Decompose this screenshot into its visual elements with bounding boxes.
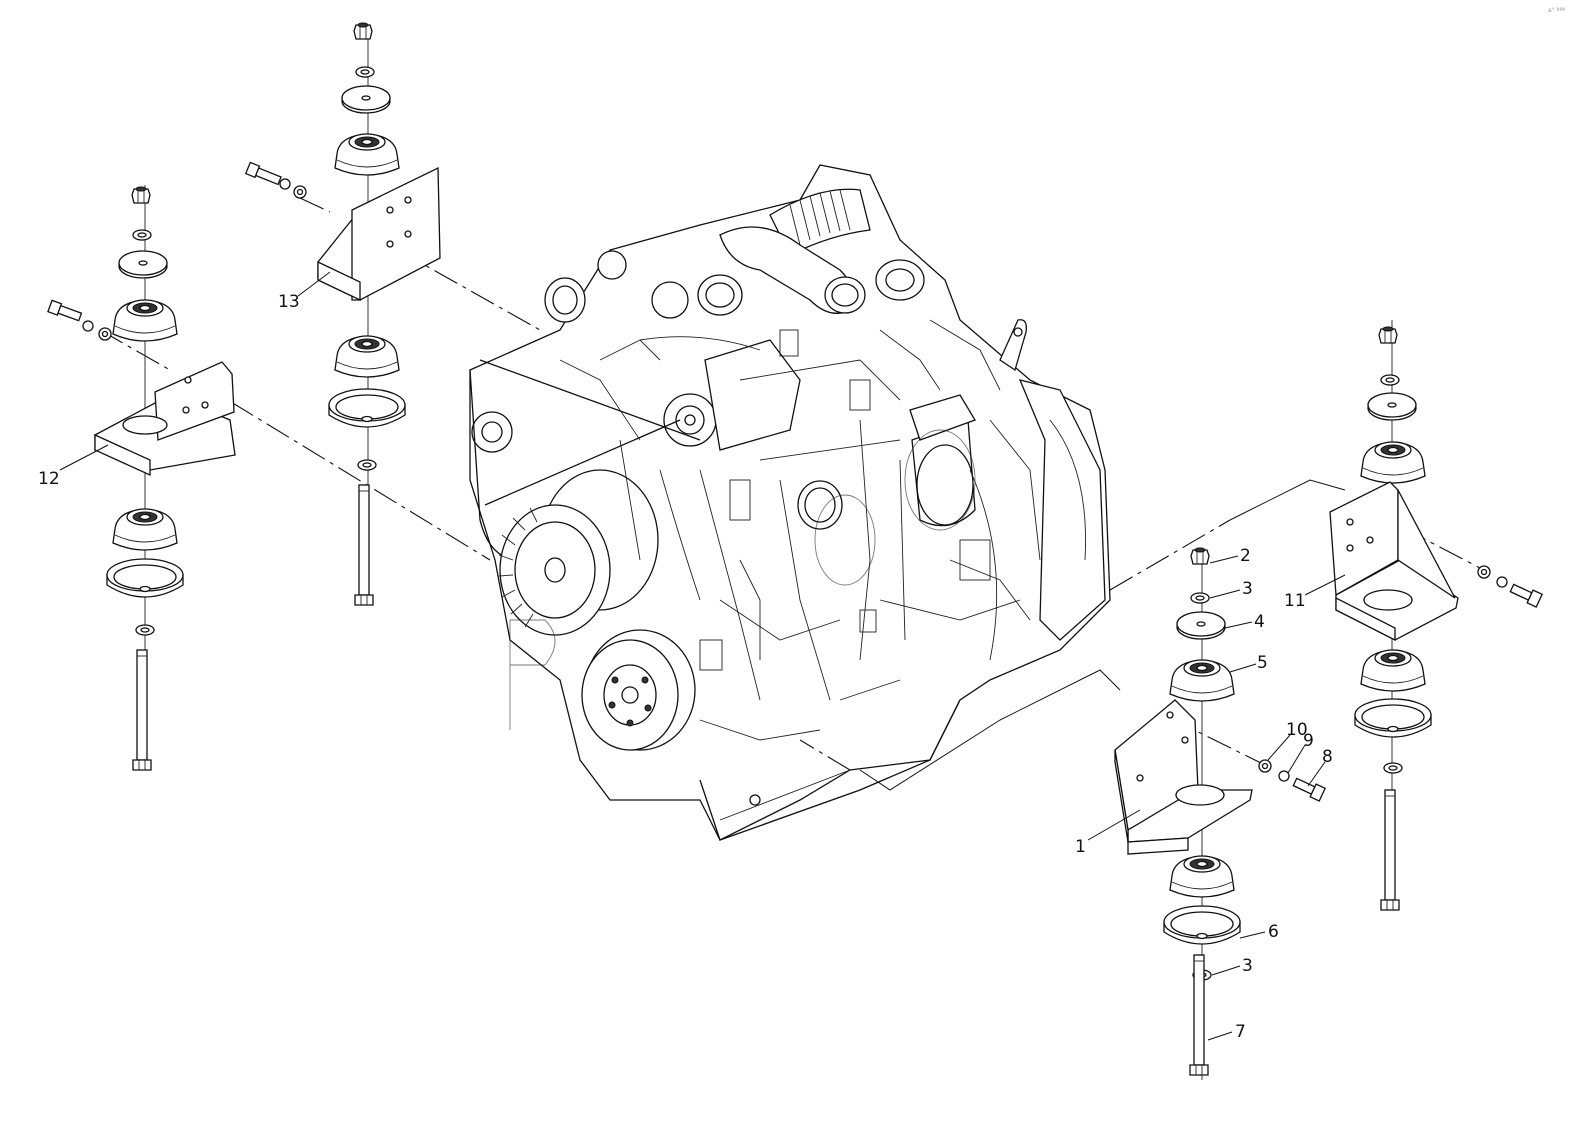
- callout-leaders: [59, 271, 1346, 1041]
- callout-12: 12: [38, 469, 60, 489]
- mount-assembly-11: [1329, 320, 1544, 911]
- mount-assembly-13: [244, 22, 441, 606]
- callout-3: 3: [1242, 579, 1253, 599]
- callout-7: 7: [1235, 1022, 1246, 1042]
- corner-mark: a° ªªª: [1548, 7, 1565, 14]
- callout-10: 10: [1286, 720, 1308, 740]
- callout-2: 2: [1240, 546, 1251, 566]
- callout-13: 13: [278, 292, 300, 312]
- callout-4: 4: [1254, 612, 1265, 632]
- callout-9: 9: [1303, 731, 1314, 751]
- callout-8: 8: [1322, 747, 1333, 767]
- engine-assembly: [469, 164, 1111, 841]
- callout-5: 5: [1257, 653, 1268, 673]
- callout-11: 11: [1284, 591, 1306, 611]
- callout-6: 6: [1268, 922, 1279, 942]
- mount-assembly-12: [47, 185, 236, 771]
- callout-3-lower: 3: [1242, 956, 1253, 976]
- callout-numbers: 1 2 3 4 5 6 3 7 8 9 10 11 12 13: [38, 292, 1333, 1042]
- callout-1: 1: [1075, 837, 1086, 857]
- mount-assembly-1: [1114, 547, 1327, 1080]
